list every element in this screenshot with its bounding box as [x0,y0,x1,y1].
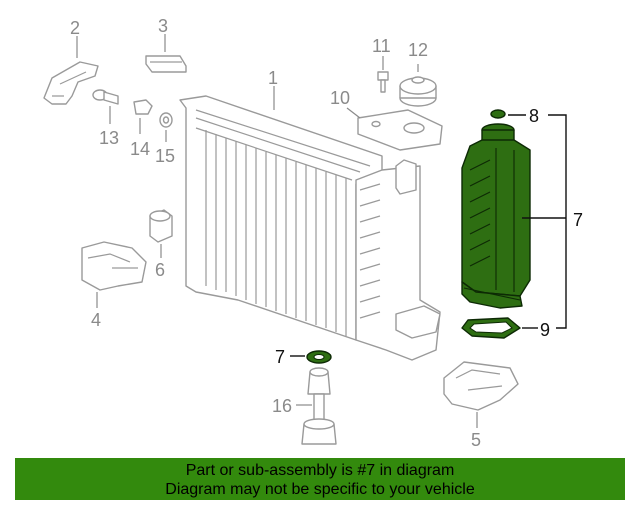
part-7-ring[interactable] [306,350,332,364]
exploded-parts-diagram: 2 3 13 14 15 [43,16,583,450]
banner-line-2: Diagram may not be specific to your vehi… [165,481,475,498]
part-12-cap[interactable] [399,76,437,107]
callout-13[interactable]: 13 [99,128,119,148]
part-15-washer[interactable] [159,112,173,128]
callout-7-ring[interactable]: 7 [275,347,285,367]
callout-11[interactable]: 11 [372,36,391,56]
part-5-mount[interactable] [443,361,519,411]
callout-7-tank[interactable]: 7 [573,210,583,230]
callout-5[interactable]: 5 [471,430,481,450]
callout-15[interactable]: 15 [155,146,175,166]
callout-3[interactable]: 3 [158,16,168,36]
callout-2[interactable]: 2 [70,18,80,38]
banner-line-1: Part or sub-assembly is #7 in diagram [185,462,455,479]
part-9-gasket[interactable] [461,317,521,339]
callout-9[interactable]: 9 [540,320,550,340]
part-11-bolt[interactable] [377,71,389,93]
part-14-plug[interactable] [133,99,153,115]
callout-1[interactable]: 1 [268,68,278,88]
part-2-bracket[interactable] [43,61,99,105]
callout-12[interactable]: 12 [408,40,428,60]
callout-14[interactable]: 14 [130,139,150,159]
callout-6[interactable]: 6 [155,260,165,280]
part-13-sensor[interactable] [92,89,119,105]
callout-8[interactable]: 8 [529,106,539,126]
part-4-bracket[interactable] [81,241,147,291]
part-3-clip[interactable] [145,55,187,73]
part-10-mount[interactable] [357,109,443,151]
part-7-expansion-tank[interactable] [461,123,531,309]
leader-10 [346,107,361,119]
part-8-seal[interactable] [490,109,506,119]
group-bracket [548,114,567,329]
part-16-plug[interactable] [301,367,337,445]
callout-16[interactable]: 16 [272,396,292,416]
callout-10[interactable]: 10 [330,88,350,108]
part-1-radiator[interactable] [179,95,441,361]
part-6-bushing[interactable] [149,209,173,243]
notice-banner: Part or sub-assembly is #7 in diagram Di… [15,458,625,500]
callout-4[interactable]: 4 [91,310,101,330]
